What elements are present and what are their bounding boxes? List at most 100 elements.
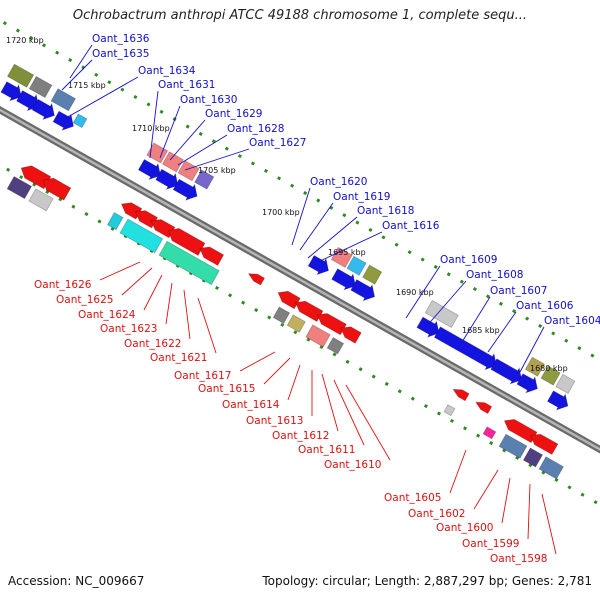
track-tick-0 xyxy=(459,279,464,284)
leader-line xyxy=(177,134,228,166)
gene-label-forward: Oant_1604 xyxy=(544,315,600,327)
track-tick-0 xyxy=(355,220,360,225)
gene-label-reverse: Oant_1621 xyxy=(150,352,207,364)
track-tick-0 xyxy=(263,168,269,173)
track-tick-0 xyxy=(577,346,582,351)
lower-gene-23-box xyxy=(443,404,456,417)
lower-gene-2 xyxy=(6,175,33,200)
lower-gene-18 xyxy=(286,314,306,333)
upper-gene-18 xyxy=(362,264,383,285)
lower-gene-26 xyxy=(529,433,559,455)
gene-label-reverse: Oant_1611 xyxy=(298,444,355,456)
gene-label-reverse: Oant_1605 xyxy=(384,492,441,504)
upper-gene-9 xyxy=(155,168,179,191)
gene-label-reverse: Oant_1598 xyxy=(490,553,547,565)
lower-gene-8-box xyxy=(199,246,225,266)
gene-label-reverse: Oant_1610 xyxy=(324,459,381,471)
lower-gene-12-box xyxy=(247,273,266,286)
leader-line xyxy=(424,280,467,329)
track-tick-0 xyxy=(15,28,20,33)
upper-gene-8-box xyxy=(137,158,161,181)
upper-gene-15 xyxy=(307,254,329,276)
upper-gene-12-box xyxy=(161,151,184,173)
lower-gene-19-box xyxy=(305,324,331,348)
leader-line xyxy=(183,289,191,340)
gene-label-forward: Oant_1607 xyxy=(490,285,547,297)
gene-label-reverse: Oant_1624 xyxy=(78,309,136,321)
leader-line xyxy=(291,187,311,246)
track-tick-0 xyxy=(538,323,543,329)
upper-gene-11 xyxy=(146,142,169,164)
track-tick-1 xyxy=(306,337,311,342)
track-tick-1 xyxy=(84,212,89,217)
gene-label-forward: Oant_1628 xyxy=(227,123,284,135)
upper-gene-13-box xyxy=(177,160,200,182)
track-tick-0 xyxy=(211,139,216,144)
track-tick-0 xyxy=(590,353,595,358)
leader-line xyxy=(317,231,383,263)
gene-label-forward: Oant_1635 xyxy=(92,48,149,60)
kbp-tick-label: 1705 kbp xyxy=(198,166,236,175)
track-tick-0 xyxy=(498,301,504,306)
track-tick-0 xyxy=(394,242,399,247)
leader-line xyxy=(99,261,141,281)
gene-label-forward: Oant_1618 xyxy=(357,205,414,217)
upper-gene-17-box xyxy=(346,255,367,276)
upper-gene-1-box xyxy=(28,75,53,99)
upper-gene-2 xyxy=(50,88,76,112)
track-tick-1 xyxy=(136,241,141,246)
lower-gene-21 xyxy=(452,388,470,402)
leader-line xyxy=(69,44,93,79)
gene-label-reverse: Oant_1623 xyxy=(100,323,157,335)
leader-line xyxy=(461,296,491,343)
upper-gene-20 xyxy=(350,279,376,302)
upper-gene-8 xyxy=(137,158,161,181)
track-tick-1 xyxy=(188,271,193,276)
lower-gene-8 xyxy=(199,246,225,266)
gene-label-forward: Oant_1630 xyxy=(180,94,237,106)
track-tick-1 xyxy=(502,448,507,453)
gene-label-reverse: Oant_1614 xyxy=(222,399,280,411)
track-tick-1 xyxy=(371,374,376,379)
lower-gene-3 xyxy=(28,188,54,212)
leader-line xyxy=(405,265,441,319)
kbp-tick-label: 1720 kbp xyxy=(6,36,44,45)
gene-label-forward: Oant_1627 xyxy=(249,137,306,149)
gene-label-reverse: Oant_1626 xyxy=(34,279,92,291)
leader-line xyxy=(299,202,334,251)
track-tick-0 xyxy=(342,213,347,218)
upper-gene-19-box xyxy=(331,268,356,291)
leader-line xyxy=(159,105,181,159)
upper-gene-29-box xyxy=(546,390,569,411)
leader-line xyxy=(197,297,217,354)
lower-gene-24 xyxy=(482,426,497,440)
track-tick-0 xyxy=(290,183,295,188)
track-tick-1 xyxy=(267,315,272,320)
upper-gene-27-box xyxy=(555,373,576,395)
upper-gene-24 xyxy=(490,358,523,385)
track-tick-0 xyxy=(146,102,151,107)
upper-gene-12 xyxy=(161,151,184,173)
track-tick-1 xyxy=(241,300,246,305)
upper-gene-10 xyxy=(172,178,198,201)
map-title: Ochrobactrum anthropi ATCC 49188 chromos… xyxy=(72,8,528,23)
track-tick-1 xyxy=(345,359,350,364)
track-tick-0 xyxy=(472,287,477,292)
track-tick-1 xyxy=(463,426,468,431)
lower-gene-24-box xyxy=(482,426,497,440)
kbp-tick-label: 1685 kbp xyxy=(462,326,500,335)
track-tick-1 xyxy=(214,285,220,290)
track-tick-1 xyxy=(32,182,37,187)
gene-label-forward: Oant_1606 xyxy=(516,300,574,312)
leader-line xyxy=(169,119,206,161)
upper-gene-27 xyxy=(555,373,576,395)
lower-gene-9 xyxy=(106,212,124,231)
track-tick-0 xyxy=(250,161,255,166)
track-tick-1 xyxy=(149,248,154,254)
lower-gene-23 xyxy=(443,404,456,417)
lower-gene-11 xyxy=(158,240,220,286)
kbp-tick-label: 1700 kbp xyxy=(262,208,300,217)
lower-gene-16-box xyxy=(340,326,362,344)
